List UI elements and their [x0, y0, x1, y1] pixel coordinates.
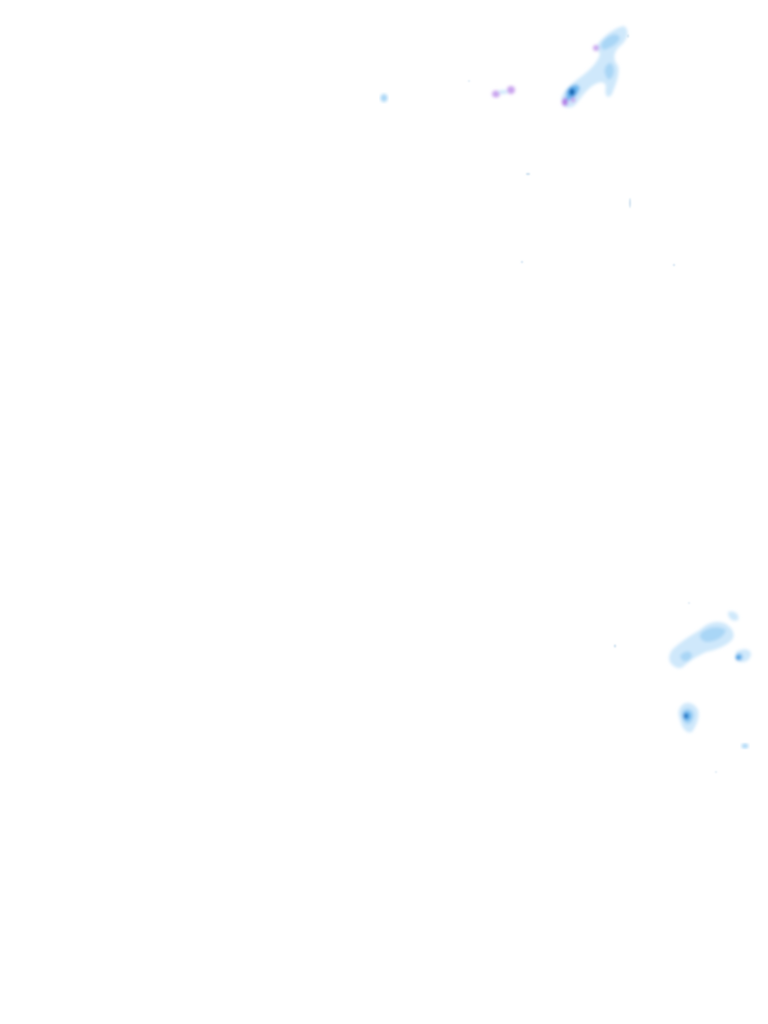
- echo-mixed: [492, 90, 500, 98]
- echo-light_mid: [380, 94, 388, 102]
- echo-cell-northeast-band: [561, 26, 628, 108]
- echo-speck: [673, 264, 675, 266]
- echo-specks: [468, 34, 717, 773]
- echo-light_mid: [601, 34, 620, 50]
- echo-mixed: [570, 97, 576, 103]
- echo-speck: [688, 602, 690, 604]
- echo-cell-southeast-core: [678, 702, 699, 733]
- echo-light_mid: [741, 743, 749, 749]
- echo-light_mid: [604, 63, 614, 80]
- echo-speck: [526, 173, 530, 175]
- echo-speck: [521, 261, 523, 263]
- echo-mixed: [507, 86, 515, 94]
- echo-light_mid: [680, 651, 692, 662]
- echo-light: [498, 90, 508, 94]
- echo-speck: [627, 34, 629, 38]
- echo-heavy: [684, 714, 688, 718]
- echo-cell-southeast-small: [741, 743, 749, 749]
- echo-strong: [736, 656, 740, 660]
- echo-mixed: [593, 45, 599, 51]
- echo-cell-top-left: [380, 94, 388, 102]
- echo-cell-top-middle: [492, 86, 515, 98]
- echo-speck: [614, 644, 616, 648]
- echo-light_mid: [699, 627, 726, 642]
- echo-heavy: [570, 89, 574, 95]
- echo-cell-southeast-cluster: [669, 611, 751, 669]
- echo-speck: [468, 80, 470, 82]
- echo-mixed_strong: [562, 98, 568, 106]
- echo-light: [728, 611, 739, 621]
- echo-speck: [715, 771, 717, 773]
- echo-speck: [629, 198, 631, 208]
